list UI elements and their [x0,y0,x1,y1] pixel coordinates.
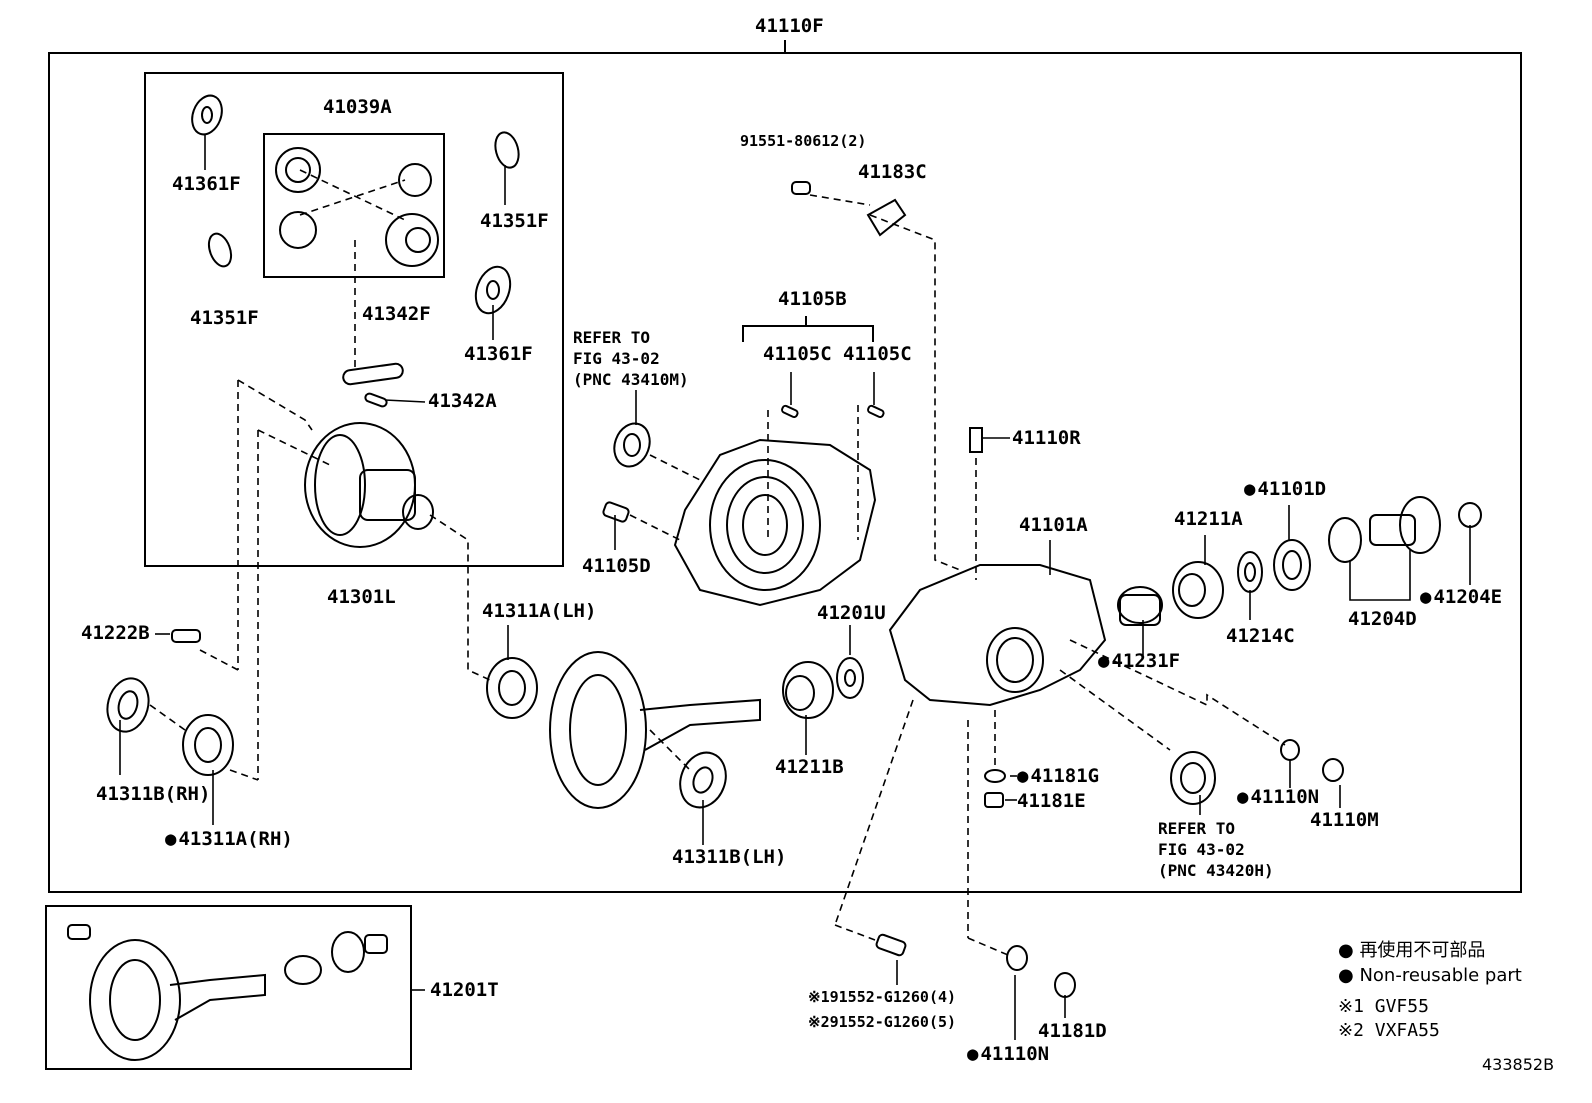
label-41181G: 41181G [1017,767,1099,786]
label-41361F-lower: 41361F [464,343,533,365]
label-41105C-right: 41105C [843,343,912,365]
label-41105B: 41105B [778,288,847,310]
label-91552-G1260-2: ※291552-G1260(5) [808,1013,957,1031]
refer-note-43420H: REFER TO FIG 43-02 (PNC 43420H) [1158,819,1274,880]
gear-kit-41201t-frame [45,905,412,1070]
label-41311A-RH: 41311A(RH) [165,830,292,849]
legend-note-1: ※1 GVF55 [1338,996,1429,1017]
leader-solid-lines [119,135,1471,1040]
label-41342A: 41342A [428,390,497,412]
label-41351F-right: 41351F [480,210,549,232]
legend-japanese: 再使用不可部品 [1338,942,1485,960]
gear-kit-frame [263,133,445,278]
illustration-id: 433852B [1482,1055,1555,1074]
label-41105C-left: 41105C [763,343,832,365]
label-41183C: 41183C [858,161,927,183]
label-41204D: 41204D [1348,608,1417,630]
label-41361F-upper: 41361F [172,173,241,195]
refer-note-43410M: REFER TO FIG 43-02 (PNC 43410M) [573,328,689,389]
label-91551-80612: 91551-80612(2) [740,132,867,150]
legend-note-2: ※2 VXFA55 [1338,1020,1440,1041]
label-41101A: 41101A [1019,514,1088,536]
label-41181D: 41181D [1038,1020,1107,1042]
label-41110N-bottom: 41110N [967,1045,1049,1064]
label-41311B-RH: 41311B(RH) [96,783,211,805]
part-drawings [67,94,1482,1061]
label-41181E: 41181E [1017,790,1086,812]
label-41201U: 41201U [817,602,886,624]
label-41311A-LH: 41311A(LH) [482,600,597,622]
case-subassembly-frame [144,72,564,567]
label-41301L: 41301L [327,586,396,608]
label-41201T: 41201T [430,979,499,1001]
leader-dashed-lines [149,169,1286,956]
label-41214C: 41214C [1226,625,1295,647]
label-41039A: 41039A [323,96,392,118]
assembly-title: 41110F [755,15,824,37]
label-41110N-right: 41110N [1237,788,1319,807]
label-41101D: 41101D [1244,480,1326,499]
label-41211A: 41211A [1174,508,1243,530]
label-41110R: 41110R [1012,427,1081,449]
label-41110M: 41110M [1310,809,1379,831]
label-41231F: 41231F [1098,652,1180,671]
label-41204E: 41204E [1420,588,1502,607]
label-41222B: 41222B [81,622,150,644]
label-41342F: 41342F [362,303,431,325]
label-41105D: 41105D [582,555,651,577]
label-41311B-LH: 41311B(LH) [672,846,787,868]
label-41211B: 41211B [775,756,844,778]
label-91552-G1260-1: ※191552-G1260(4) [808,988,957,1006]
legend-non-reusable: Non-reusable part [1338,967,1521,985]
label-41351F-left: 41351F [190,307,259,329]
